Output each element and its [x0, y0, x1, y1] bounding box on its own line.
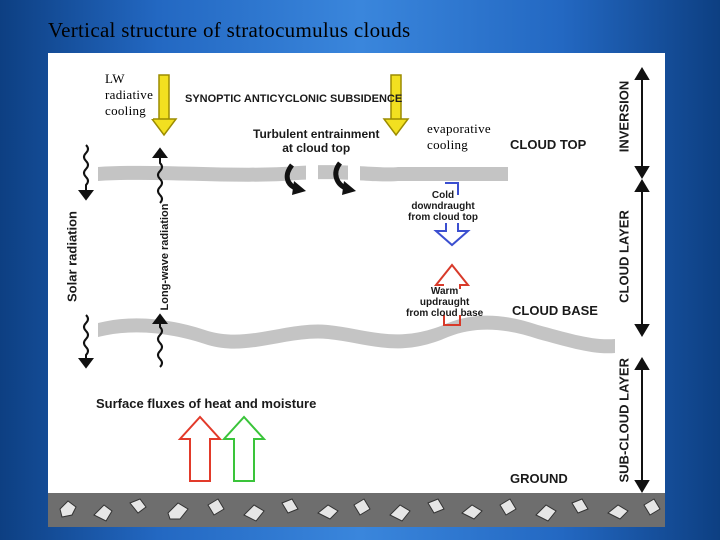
longwave-radiation-arrow-top: [152, 147, 168, 204]
cloud-top-gap: [306, 161, 318, 185]
cloud-top-gap: [348, 161, 360, 185]
subcloud-layer-double-arrow: [634, 357, 650, 493]
moisture-flux-arrow: [221, 415, 267, 482]
subcloud-layer-label: SUB-CLOUD LAYER: [616, 358, 632, 483]
ground-rocks: [59, 498, 661, 522]
ground-label: GROUND: [510, 471, 568, 486]
diagram-graphics: [48, 67, 665, 527]
entrainment-arrow-left: [284, 163, 306, 195]
inversion-label: INVERSION: [616, 80, 632, 153]
cloud-top-band: [98, 165, 508, 182]
subsidence-arrow-left: [150, 74, 178, 137]
inversion-double-arrow: [634, 67, 650, 179]
heat-flux-arrow: [177, 415, 223, 482]
lw-radiative-cooling-note: LW radiative cooling: [105, 71, 154, 119]
cloud-layer-double-arrow: [634, 179, 650, 337]
cloud-top-label: CLOUD TOP: [510, 137, 587, 152]
warm-updraught-label: Warm updraught from cloud base: [406, 286, 484, 319]
solar-radiation-arrow-bottom: [78, 314, 94, 369]
subsidence-label: SYNOPTIC ANTICYCLONIC SUBSIDENCE: [185, 93, 403, 105]
subsidence-arrow-right: [382, 74, 410, 137]
slide-title: Vertical structure of stratocumulus clou…: [48, 18, 411, 42]
cloud-base-band: [98, 315, 615, 354]
stratocumulus-diagram: LW radiative cooling evaporative cooling…: [48, 53, 665, 527]
entrainment-arrow-right: [333, 161, 356, 195]
cold-downdraught-label: Cold downdraught from cloud top: [408, 190, 478, 223]
cloud-layer-label: CLOUD LAYER: [616, 210, 632, 303]
solar-radiation-label: Solar radiation: [64, 210, 80, 303]
cloud-base-label: CLOUD BASE: [512, 303, 598, 318]
entrainment-label: Turbulent entrainment at cloud top: [253, 127, 380, 155]
evaporative-cooling-note: evaporative cooling: [427, 121, 491, 153]
longwave-radiation-label: Long-wave radiation: [159, 203, 171, 311]
warm-updraught-arrow: [433, 263, 471, 326]
surface-fluxes-label: Surface fluxes of heat and moisture: [96, 396, 317, 411]
cold-downdraught-arrow: [433, 182, 471, 247]
solar-radiation-arrow-top: [78, 144, 94, 201]
longwave-radiation-arrow-bottom: [152, 313, 168, 368]
